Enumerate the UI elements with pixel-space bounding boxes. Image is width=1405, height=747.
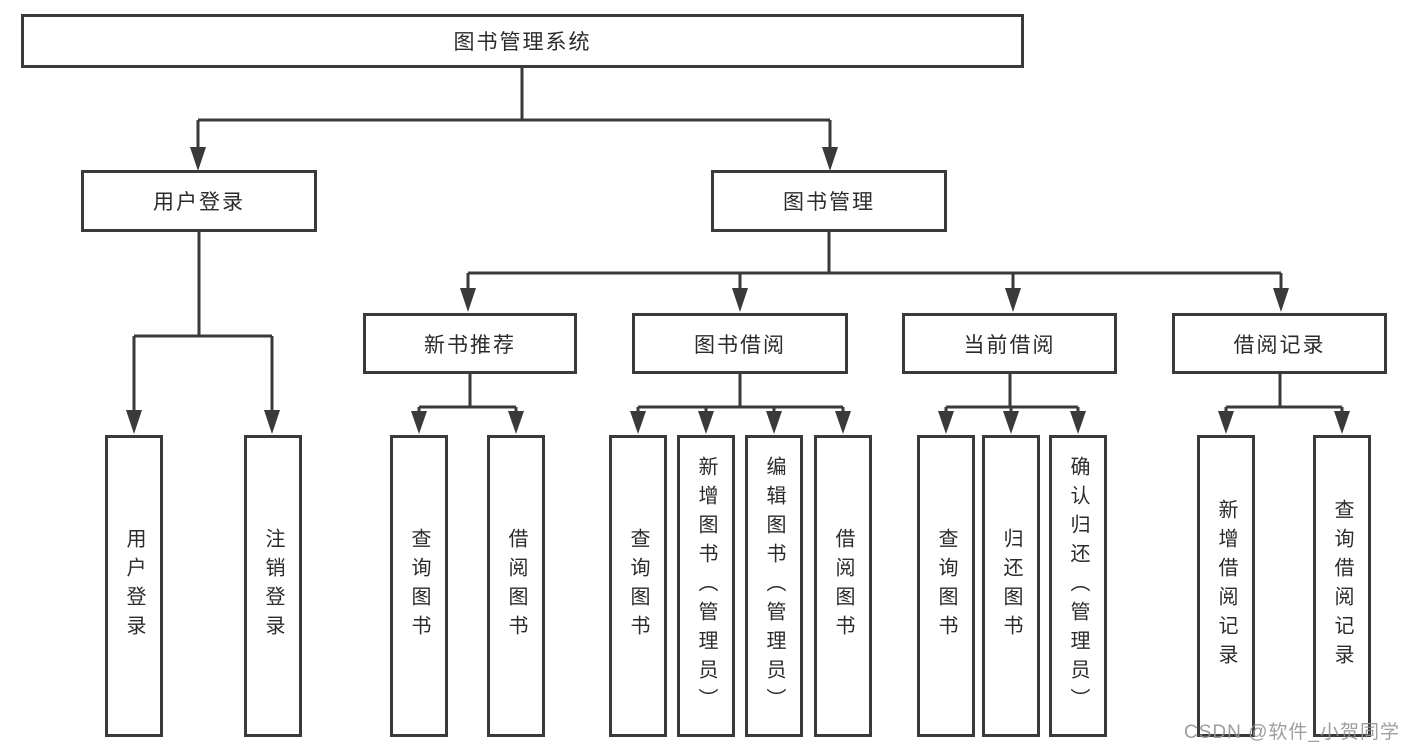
node-root-label: 图书管理系统 xyxy=(453,31,592,54)
node-book-management: 图书管理 xyxy=(711,170,947,232)
leaf-label: 归还图书 xyxy=(1000,528,1022,644)
leaf-borrow-book-2: 借阅图书 xyxy=(814,435,872,737)
arrowhead-icon xyxy=(411,411,427,434)
connector-borrow-record xyxy=(1218,374,1350,434)
connector-current-borrow xyxy=(938,374,1086,434)
node-user-login: 用户登录 xyxy=(81,170,317,232)
arrowhead-icon xyxy=(630,411,646,434)
leaf-borrow-book-1: 借阅图书 xyxy=(487,435,545,737)
arrowhead-icon xyxy=(126,410,142,434)
arrowhead-icon xyxy=(1003,411,1019,434)
node-book-borrow: 图书借阅 xyxy=(632,313,848,374)
leaf-query-book-2: 查询图书 xyxy=(609,435,667,737)
arrowhead-icon xyxy=(264,410,280,434)
arrowhead-icon xyxy=(822,147,838,171)
connector-new-book xyxy=(411,374,524,434)
leaf-label: 查询图书 xyxy=(408,528,430,644)
arrowhead-icon xyxy=(1218,411,1234,434)
leaf-logout: 注销登录 xyxy=(244,435,302,737)
leaf-edit-book-admin: 编辑图书（管理员） xyxy=(745,435,803,737)
leaf-query-borrow-record: 查询借阅记录 xyxy=(1313,435,1371,737)
leaf-confirm-return-admin: 确认归还（管理员） xyxy=(1049,435,1107,737)
leaf-user-login: 用户登录 xyxy=(105,435,163,737)
arrowhead-icon xyxy=(1273,288,1289,312)
arrowhead-icon xyxy=(1005,288,1021,312)
arrowhead-icon xyxy=(766,411,782,434)
leaf-label: 注销登录 xyxy=(262,528,284,644)
leaf-label: 查询借阅记录 xyxy=(1331,499,1353,673)
arrowhead-icon xyxy=(1334,411,1350,434)
arrowhead-icon xyxy=(698,411,714,434)
leaf-return-book: 归还图书 xyxy=(982,435,1040,737)
connector-book-management xyxy=(460,232,1289,312)
arrowhead-icon xyxy=(1070,411,1086,434)
connector-book-borrow xyxy=(630,374,851,434)
leaf-add-book-admin: 新增图书（管理员） xyxy=(677,435,735,737)
node-root: 图书管理系统 xyxy=(21,14,1024,68)
leaf-label: 新增图书（管理员） xyxy=(695,455,717,717)
arrowhead-icon xyxy=(190,147,206,171)
arrowhead-icon xyxy=(508,411,524,434)
leaf-label: 借阅图书 xyxy=(832,528,854,644)
leaf-label: 借阅图书 xyxy=(505,528,527,644)
arrowhead-icon xyxy=(938,411,954,434)
node-borrow-record-label: 借阅记录 xyxy=(1233,333,1326,357)
node-new-book-recommend-label: 新书推荐 xyxy=(424,333,516,357)
node-current-borrow-label: 当前借阅 xyxy=(963,333,1056,357)
watermark: CSDN @软件_小贺同学 xyxy=(1184,722,1400,743)
leaf-label: 新增借阅记录 xyxy=(1215,499,1237,673)
leaf-label: 编辑图书（管理员） xyxy=(763,455,785,717)
connector-root xyxy=(190,68,838,171)
node-borrow-record: 借阅记录 xyxy=(1172,313,1387,374)
leaf-query-book-1: 查询图书 xyxy=(390,435,448,737)
arrowhead-icon xyxy=(835,411,851,434)
leaf-add-borrow-record: 新增借阅记录 xyxy=(1197,435,1255,737)
node-book-borrow-label: 图书借阅 xyxy=(694,333,786,357)
leaf-label: 查询图书 xyxy=(627,528,649,644)
node-current-borrow: 当前借阅 xyxy=(902,313,1117,374)
node-book-management-label: 图书管理 xyxy=(783,191,875,214)
connector-user-login xyxy=(126,232,280,434)
leaf-label: 查询图书 xyxy=(935,528,957,644)
leaf-label: 确认归还（管理员） xyxy=(1067,455,1089,717)
leaf-query-book-3: 查询图书 xyxy=(917,435,975,737)
arrowhead-icon xyxy=(460,288,476,312)
leaf-label: 用户登录 xyxy=(123,528,145,644)
arrowhead-icon xyxy=(732,288,748,312)
node-user-login-label: 用户登录 xyxy=(153,191,245,214)
node-new-book-recommend: 新书推荐 xyxy=(363,313,577,374)
